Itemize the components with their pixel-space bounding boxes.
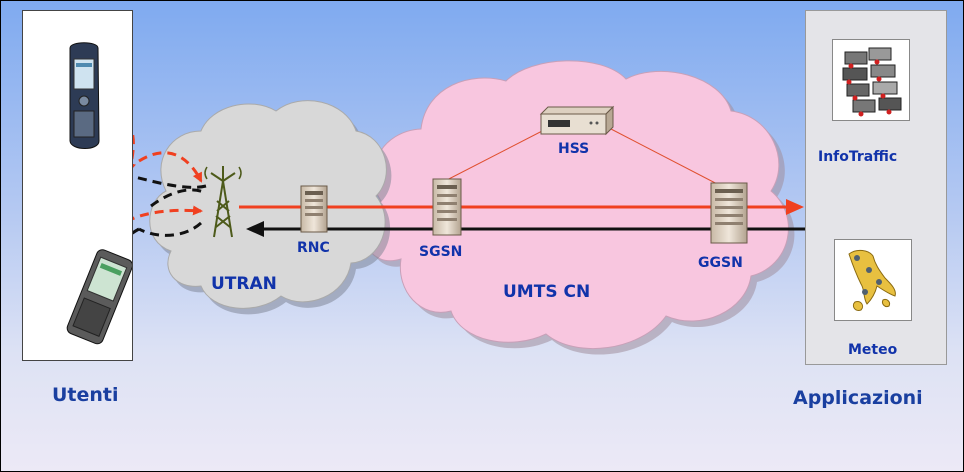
users-label: Utenti <box>52 384 119 406</box>
devices <box>66 42 134 345</box>
users-panel <box>22 10 134 361</box>
applications-label: Applicazioni <box>793 387 923 409</box>
rnc-server-icon <box>300 185 328 233</box>
sgsn-hss-link <box>440 128 547 184</box>
rnc-label: RNC <box>297 240 330 256</box>
utran-label: UTRAN <box>211 274 277 294</box>
applications-panel: InfoTraffic Meteo <box>805 10 947 365</box>
umts-cn-cloud <box>363 60 795 355</box>
hss-label: HSS <box>558 141 590 157</box>
hss-ggsn-link <box>610 128 724 188</box>
utran-cloud <box>149 100 392 315</box>
italy-map-icon <box>848 249 896 311</box>
infotraffic-label: InfoTraffic <box>818 149 898 165</box>
mobile-phone-icon <box>69 42 100 149</box>
ggsn-label: GGSN <box>698 255 743 271</box>
infotraffic-card <box>832 39 910 121</box>
pda-phone-icon <box>66 249 134 345</box>
meteo-card <box>834 239 912 321</box>
sgsn-label: SGSN <box>419 244 463 260</box>
sgsn-server-icon <box>432 178 462 236</box>
ggsn-server-icon <box>710 182 748 244</box>
meteo-label: Meteo <box>848 342 898 358</box>
antenna-tower-icon <box>204 166 242 238</box>
hss-rack-unit-icon <box>539 105 615 136</box>
umts-cn-label: UMTS CN <box>503 282 591 302</box>
traffic-cars-icon <box>842 47 902 117</box>
